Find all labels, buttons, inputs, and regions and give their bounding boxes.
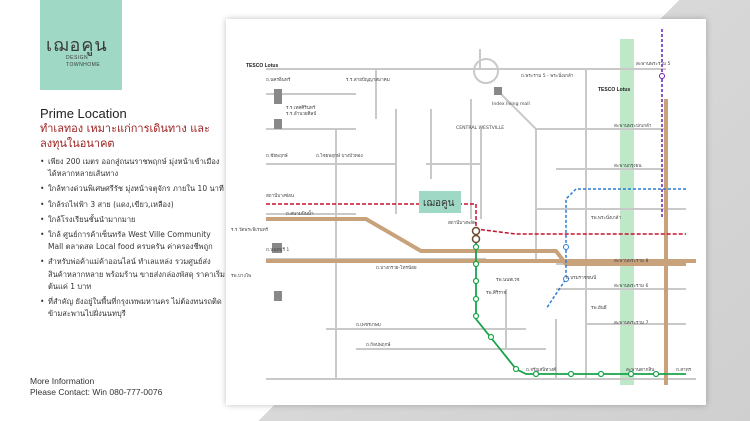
- list-item: สำหรับพ่อค้าแม่ค้าออนไลน์ ทำเลแหล่ง รวมศ…: [40, 256, 228, 293]
- roundabout: [473, 58, 499, 84]
- hospital-label: รพ.บางโพ: [231, 272, 251, 279]
- contact-line1: More Information: [30, 376, 95, 386]
- list-item: ใกล้ทางด่วนพิเศษศรีรัช มุ่งหน้าจตุจักร ภ…: [40, 183, 228, 195]
- mall-label: CENTRAL WESTVILLE: [456, 125, 504, 131]
- green-station: [567, 370, 575, 378]
- green-station: [472, 312, 480, 320]
- green-station: [532, 370, 540, 378]
- building-icon: [274, 291, 282, 301]
- interchange-station: [471, 226, 481, 236]
- road-label: ถ.กัลปพฤกษ์: [366, 341, 390, 348]
- road-label: ถ.บางกรวย-ไทรน้อย: [376, 264, 417, 271]
- school-label: ร.ร.เทศศิรินทร์: [286, 104, 316, 111]
- tesco-label: TESCO Lotus: [246, 63, 278, 69]
- list-item: ใกล้รถไฟฟ้า 3 สาย (แดง,เขียว,เหลือง): [40, 199, 228, 211]
- building-icon: [272, 243, 282, 253]
- project-marker: [419, 191, 461, 213]
- green-strip: [620, 39, 634, 385]
- road-label: สถานีบางซ่อน: [266, 192, 295, 199]
- bridge-label: สะพานพระปกเกล้า: [614, 123, 652, 129]
- building-icons: [272, 87, 502, 301]
- list-item: ใกล้ ศูนย์การค้าเซ็นทรัล West Ville Comm…: [40, 229, 228, 253]
- main-roads: [266, 99, 696, 385]
- road-label: ถ.พระราม 5 - พระนั่งเกล้า: [521, 72, 574, 79]
- road-label: ถ.สาทร: [676, 367, 692, 373]
- school-label: ร.ร.วัดพระพิเรนทร์: [231, 226, 269, 233]
- green-station: [627, 370, 635, 378]
- green-station: [472, 243, 480, 251]
- blue-line: [545, 188, 686, 310]
- school-label: ร.ร.อำนวยศิลป์: [286, 110, 316, 117]
- hospital-label: รพ.พระนั่งเกล้า: [591, 214, 621, 221]
- brand-logo: เฌอคูน DESIGN TOWNHOME: [40, 0, 122, 90]
- feature-list: เพียง 200 เมตร ออกสู่ถนนราชพฤกษ์ มุ่งหน้…: [34, 156, 228, 323]
- road-label: ถ.นครอินทร์: [266, 76, 291, 83]
- road-label: ถ.ชัยพฤกษ์: [266, 152, 288, 159]
- road-label: ถ.บรมราชชนนี: [566, 274, 597, 281]
- brand-line1: DESIGN: [66, 55, 89, 61]
- green-station: [472, 260, 480, 268]
- school-label: ร.ร.สายปัญญาสมาคม: [346, 76, 390, 83]
- road-label: ถ.นนทบุรี 1: [266, 246, 289, 253]
- brand-line2: TOWNHOME: [66, 62, 101, 68]
- mall-label: Index living mall: [492, 101, 530, 107]
- list-item: ใกล้โรงเรียนชั้นนำมากมาย: [40, 214, 228, 226]
- green-stations: [472, 243, 660, 378]
- station-label: สถานีบางพลัด: [448, 219, 476, 226]
- green-station: [472, 277, 480, 285]
- map-svg: เฌอคูน TESCO Lotus ถ.นครอินทร์ ร.ร.สายปั…: [231, 29, 696, 385]
- bridge-label: สะพานพระราม 7: [614, 320, 649, 326]
- purple-station: [659, 73, 665, 79]
- building-icon: [274, 119, 282, 129]
- green-station: [597, 370, 605, 378]
- bridge-label: สะพานกรุงธน: [614, 163, 642, 169]
- blue-station: [563, 244, 569, 250]
- bridge-label: สะพานพระราม 8: [614, 258, 649, 264]
- green-station: [512, 365, 520, 373]
- bridge-label: สะพานตากสิน: [626, 367, 655, 373]
- interchange-station: [471, 234, 481, 244]
- bridge-label: สะพานพระราม 5: [636, 61, 671, 67]
- tesco-label: TESCO Lotus: [598, 87, 630, 93]
- green-station: [487, 333, 495, 341]
- hospital-label: รพ.ยันฮี: [591, 304, 607, 311]
- building-icon: [274, 94, 282, 104]
- headline: Prime Location: [40, 106, 127, 121]
- brand-name: เฌอคูน: [46, 35, 108, 56]
- project-logo: เฌอคูน: [423, 198, 455, 209]
- green-line: [475, 229, 686, 375]
- location-map: เฌอคูน TESCO Lotus ถ.นครอินทร์ ร.ร.สายปั…: [226, 19, 706, 405]
- subhead: ทำเลทอง เหมาะแก่การเดินทาง และลงทุนในอนา…: [40, 122, 210, 150]
- road-label: ถ.เพชรเกษม: [356, 322, 381, 328]
- list-item: เพียง 200 เมตร ออกสู่ถนนราชพฤกษ์ มุ่งหน้…: [40, 156, 228, 180]
- blue-station: [563, 276, 569, 282]
- list-item: ที่สำคัญ ยังอยู่ในพื้นที่กรุงเทพมหานคร ไ…: [40, 296, 228, 320]
- road-label: ถ.ไชยพฤกษ์ บางบัวทอง: [316, 152, 363, 159]
- building-icon: [494, 87, 502, 95]
- contact-line2: Please Contact: Win 080-777-0076: [30, 387, 163, 397]
- green-station: [472, 295, 480, 303]
- hospital-label: รพ.นนทเวช: [496, 277, 520, 283]
- road-label: ถ.สนามบินน้ำ: [286, 210, 314, 217]
- green-station: [652, 370, 660, 378]
- contact-info: More Information Please Contact: Win 080…: [30, 376, 230, 398]
- road-label: ถ.จรัญสนิทวงศ์: [526, 366, 556, 373]
- bridge-label: สะพานพระราม 6: [614, 283, 649, 289]
- hospital-label: รพ.ศิริราช: [486, 290, 507, 296]
